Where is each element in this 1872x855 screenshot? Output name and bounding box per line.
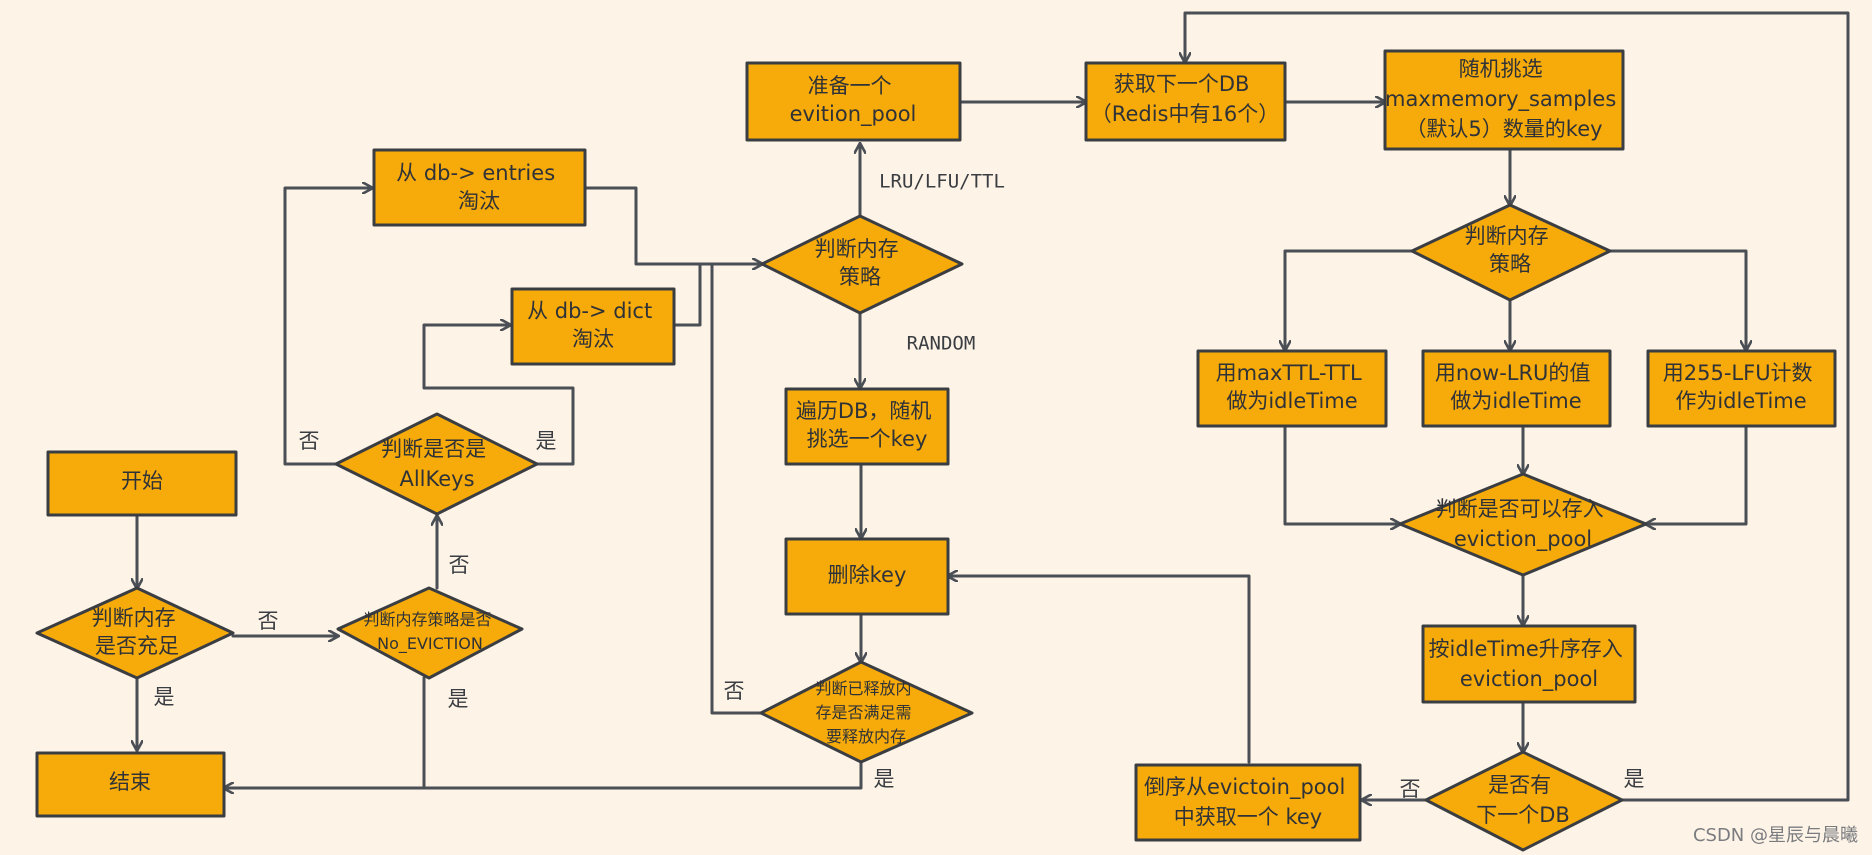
node-text: 删除key [828,563,907,587]
node-text: 获取下一个DB （Redis中有16个） [1091,72,1279,126]
node-text: 判断内存 策略 [1465,224,1556,276]
node-take-from-pool: 倒序从evictoin_pool 中获取一个 key [1134,763,1362,842]
edge-dict-to-policy [672,262,702,327]
node-text: 从 db-> entries 淘汰 [396,161,562,213]
node-use-ttl: 用maxTTL-TTL 做为idleTime [1196,349,1388,428]
node-text: 用255-LFU计数 作为idleTime [1663,361,1820,413]
edge-label-yes: 是 [874,767,895,791]
node-text: 按idleTime升序存入 eviction_pool [1429,637,1630,692]
node-text: 结束 [109,770,151,794]
node-text: 遍历DB，随机 挑选一个key [796,399,938,451]
edge-label-no: 否 [1400,777,1421,801]
node-text: 判断是否是 AllKeys [381,437,493,491]
node-text: 随机挑选 maxmemory_samples （默认5）数量的key [1385,57,1623,141]
edge-label-yes: 是 [154,685,175,709]
edge-entries-to-policy [583,186,762,264]
watermark: CSDN @星辰与晨曦 [1693,825,1858,846]
node-check-memory: 判断内存 是否充足 [35,586,235,680]
edge-label-lru-lfu-ttl: LRU/LFU/TTL [879,171,1005,193]
node-from-entries: 从 db-> entries 淘汰 [372,148,587,227]
node-text: 判断是否可以存入 eviction_pool [1436,497,1611,552]
edge-label-yes: 是 [1624,767,1645,791]
edge-policy2-to-ttl [1285,249,1414,350]
edge-label-no: 否 [299,429,320,453]
node-random-sample: 随机挑选 maxmemory_samples （默认5）数量的key [1383,49,1625,151]
edge-freed-yes-to-end [224,760,863,788]
node-text: 判断内存策略是否 No_EVICTION [363,610,496,654]
edge-allkeys-no-to-entries [283,188,372,466]
node-text: 判断已释放内 存是否满足需 要释放内存 [815,679,916,746]
node-text: 准备一个 evition_pool [790,74,917,127]
edge-label-random: RANDOM [907,333,976,355]
edge-label-yes: 是 [536,429,557,453]
node-text: 是否有 下一个DB [1476,773,1570,827]
node-text: 开始 [121,469,163,493]
node-text: 从 db-> dict 淘汰 [527,299,659,351]
nodes: 开始 判断内存 是否充足 结束 判断内存策略是否 No_EVICTION 判断是… [35,49,1837,852]
node-store-sorted: 按idleTime升序存入 eviction_pool [1421,624,1637,704]
node-from-dict: 从 db-> dict 淘汰 [510,287,676,366]
node-has-next-db: 是否有 下一个DB [1424,750,1624,852]
edge-label-no: 否 [724,679,745,703]
edge-label-no: 否 [258,609,279,633]
edge-lfu-to-can-store [1646,424,1748,524]
node-text: 用maxTTL-TTL 做为idleTime [1216,361,1369,413]
node-use-lru: 用now-LRU的值 做为idleTime [1421,349,1612,428]
edge-take-to-delete [948,576,1251,764]
node-traverse-db: 遍历DB，随机 挑选一个key [784,387,950,466]
node-check-noeviction: 判断内存策略是否 No_EVICTION [336,586,524,680]
edge-labels: 否 是 是 否 否 是 LRU/LFU/TTL RANDOM 否 是 否 是 [154,171,1645,802]
node-check-policy: 判断内存 策略 [760,214,964,315]
node-text: 用now-LRU的值 做为idleTime [1435,361,1597,413]
edge-ttl-to-can-store [1283,424,1400,524]
node-delete-key: 删除key [784,537,950,616]
edge-allkeys-yes-to-dict [422,325,575,466]
edges [137,11,1850,802]
node-text: 判断内存 是否充足 [92,606,183,658]
node-prepare-pool: 准备一个 evition_pool [745,61,962,142]
edge-label-no: 否 [449,553,470,577]
node-check-policy2: 判断内存 策略 [1410,203,1612,302]
edge-has-next-yes-to-nextdb [1185,11,1850,802]
node-check-allkeys: 判断是否是 AllKeys [334,412,539,516]
node-next-db: 获取下一个DB （Redis中有16个） [1084,61,1287,142]
node-text: 倒序从evictoin_pool 中获取一个 key [1144,775,1352,829]
node-text: 判断内存 策略 [815,237,906,289]
edge-freed-no-to-policy [710,262,763,715]
node-check-can-store: 判断是否可以存入 eviction_pool [1398,472,1648,577]
node-use-lfu: 用255-LFU计数 作为idleTime [1646,349,1837,428]
edge-label-yes: 是 [448,687,469,711]
node-check-freed: 判断已释放内 存是否满足需 要释放内存 [759,660,974,764]
node-start: 开始 [46,450,238,517]
node-end: 结束 [35,751,226,818]
edge-policy2-to-lfu [1608,249,1746,350]
